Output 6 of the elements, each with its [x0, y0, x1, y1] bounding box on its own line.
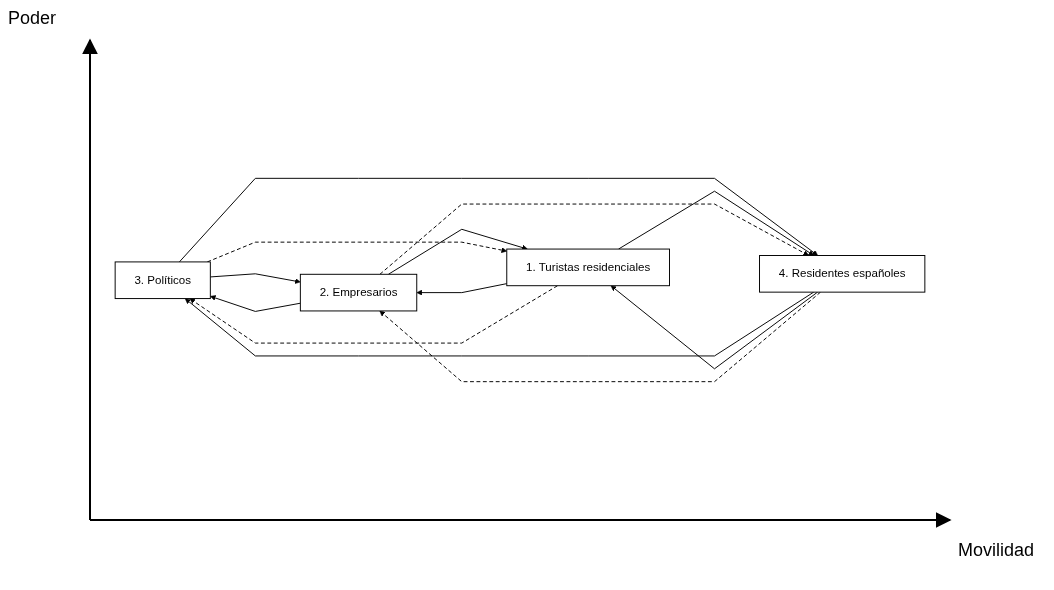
node-box: 3. Políticos — [114, 261, 211, 300]
axis-label: Movilidad — [958, 540, 1035, 561]
node-box: 1. Turistas residenciales — [506, 248, 670, 287]
node-box: 4. Residentes españoles — [759, 255, 926, 293]
axis-label: Poder — [8, 8, 57, 29]
node-box: 2. Empresarios — [299, 273, 418, 312]
